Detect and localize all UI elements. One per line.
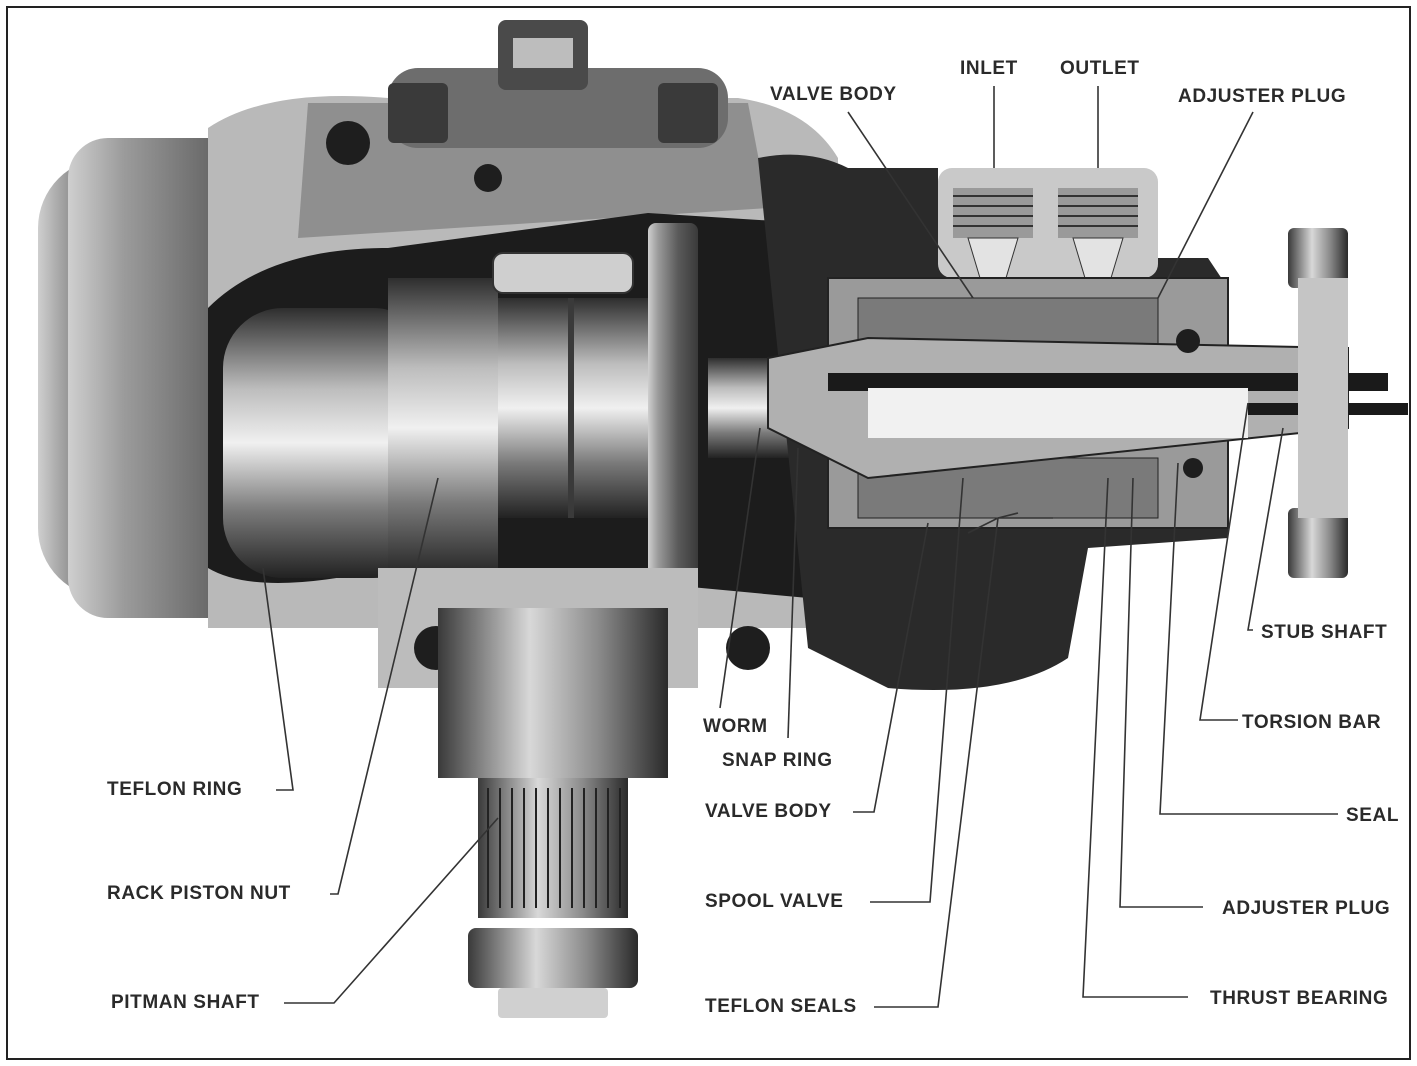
label-adjuster-plug-bottom: ADJUSTER PLUG	[1222, 898, 1391, 919]
steering-gear-cutaway	[38, 20, 1408, 1018]
label-seal: SEAL	[1346, 805, 1400, 826]
label-teflon-seals: TEFLON SEALS	[705, 996, 857, 1017]
rack-piston	[208, 213, 808, 603]
outlet-port	[1058, 188, 1138, 279]
label-rack-piston-nut: RACK PISTON NUT	[107, 883, 291, 904]
label-outlet: OUTLET	[1060, 58, 1140, 79]
stub-shaft-flange	[1288, 228, 1348, 578]
leader-lines	[262, 86, 1338, 1008]
label-valve-body-top: VALVE BODY	[770, 84, 897, 105]
label-thrust-bearing: THRUST BEARING	[1210, 988, 1389, 1009]
inlet-port	[953, 188, 1033, 279]
label-pitman-shaft: PITMAN SHAFT	[111, 992, 260, 1013]
figure-frame: INLET OUTLET VALVE BODY ADJUSTER PLUG ST…	[6, 6, 1411, 1060]
label-spool-valve: SPOOL VALVE	[705, 891, 844, 912]
label-snap-ring: SNAP RING	[722, 750, 833, 771]
label-valve-body-bottom: VALVE BODY	[705, 801, 832, 822]
pitman-shaft-assembly	[378, 568, 770, 1018]
valve-housing	[758, 154, 1408, 690]
label-torsion-bar: TORSION BAR	[1242, 712, 1382, 733]
label-adjuster-plug-top: ADJUSTER PLUG	[1178, 86, 1347, 107]
label-teflon-ring: TEFLON RING	[107, 779, 243, 800]
label-inlet: INLET	[960, 58, 1018, 79]
label-worm: WORM	[703, 716, 768, 737]
label-stub-shaft: STUB SHAFT	[1261, 622, 1388, 643]
